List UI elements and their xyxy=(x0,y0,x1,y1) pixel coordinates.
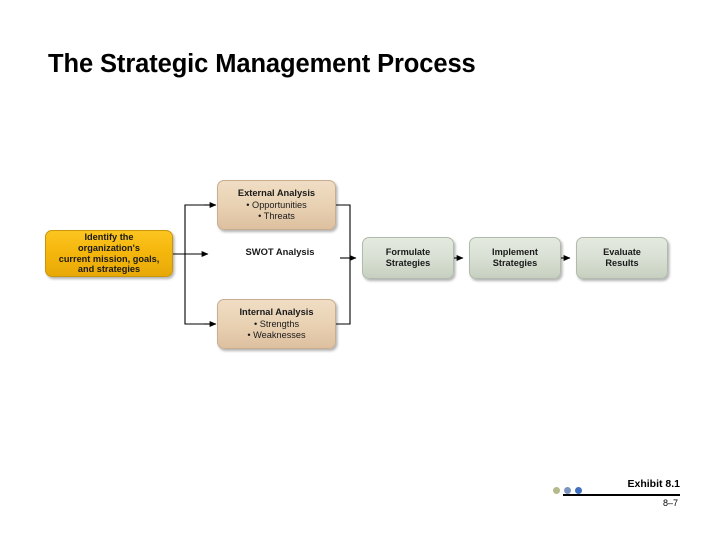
page-title: The Strategic Management Process xyxy=(48,50,476,78)
footer-dot-1 xyxy=(553,487,560,494)
swot-analysis-label: SWOT Analysis xyxy=(245,246,315,257)
node-formulate-strategies[interactable]: Formulate Strategies xyxy=(362,237,454,279)
strategic-management-process-diagram: Identify the organization's current miss… xyxy=(40,168,690,378)
node-identify-mission[interactable]: Identify the organization's current miss… xyxy=(45,230,173,277)
node-identify-line-1: Identify the xyxy=(84,232,134,243)
node-external-bullet-2: • Threats xyxy=(258,210,295,221)
connector-arrows xyxy=(173,202,571,327)
node-implement-strategies[interactable]: Implement Strategies xyxy=(469,237,561,279)
node-implement-line-1: Implement xyxy=(492,247,538,258)
node-external-bullet-1: • Opportunities xyxy=(246,200,307,211)
node-evaluate-results[interactable]: Evaluate Results xyxy=(576,237,668,279)
node-external-header: External Analysis xyxy=(237,188,316,199)
node-evaluate-line-2: Results xyxy=(605,258,639,268)
node-external-analysis[interactable]: External Analysis • Opportunities • Thre… xyxy=(217,180,336,230)
node-internal-bullet-1: • Strengths xyxy=(253,319,300,330)
footer-dot-3 xyxy=(575,487,582,494)
node-formulate-line-2: Strategies xyxy=(385,258,431,268)
footer-dot-2 xyxy=(564,487,571,494)
node-identify-line-4: and strategies xyxy=(77,264,141,275)
node-implement-line-2: Strategies xyxy=(492,258,538,268)
exhibit-label: Exhibit 8.1 xyxy=(627,478,680,490)
page-number: 8–7 xyxy=(662,498,678,508)
node-internal-header: Internal Analysis xyxy=(239,307,314,318)
node-formulate-line-1: Formulate xyxy=(385,247,431,258)
node-identify-line-3: current mission, goals, xyxy=(58,253,160,264)
footer-divider xyxy=(563,494,680,497)
node-identify-line-2: organization's xyxy=(78,242,140,253)
node-internal-bullet-2: • Weaknesses xyxy=(247,329,306,340)
node-evaluate-line-1: Evaluate xyxy=(603,247,641,258)
node-internal-analysis[interactable]: Internal Analysis • Strengths • Weakness… xyxy=(217,299,336,349)
slide-footer: Exhibit 8.1 8–7 xyxy=(548,478,680,520)
